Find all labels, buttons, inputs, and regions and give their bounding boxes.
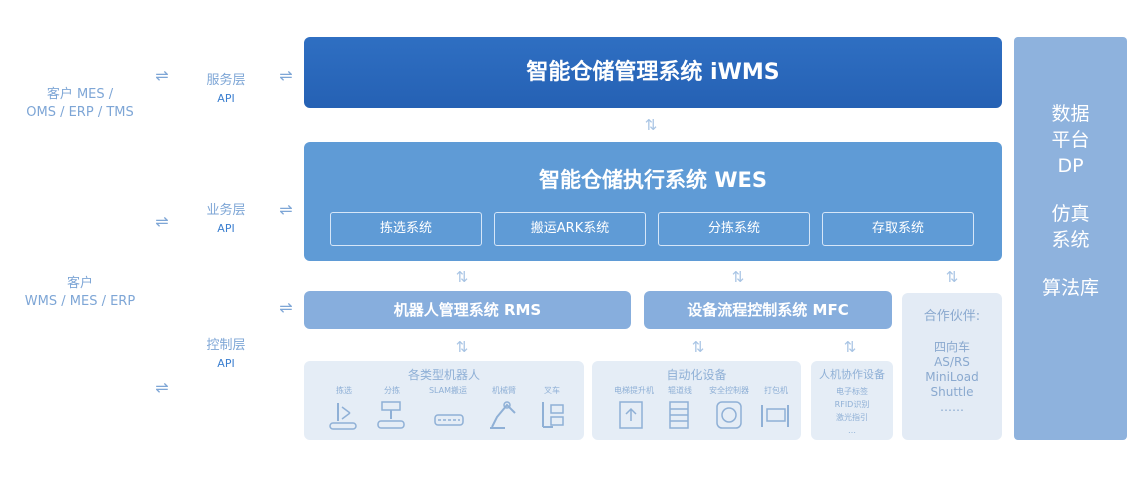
automation-box: 自动化设备 电梯提升机 辊道线 安全控制器 打包机 [592, 361, 801, 440]
partner-item: 四向车 [933, 340, 970, 354]
mfc-box: 设备流程控制系统 MFC [644, 291, 892, 329]
client-bottom-line2: WMS / MES / ERP [24, 294, 136, 309]
client-bottom-line1: 客户 [66, 276, 93, 291]
robot-arm-icon [490, 401, 516, 429]
layer-service-name: 服务层 [206, 73, 246, 88]
h-arrow-icon: ⇌ [279, 200, 293, 219]
side-spacer [1014, 253, 1127, 275]
forklift-icon [542, 402, 564, 428]
slam-robot-icon [434, 414, 464, 426]
side-spacer [1014, 179, 1127, 201]
v-arrow-icon: ⇅ [644, 116, 658, 134]
iwms-box: 智能仓储管理系统 iWMS [304, 37, 1002, 108]
h-arrow-icon: ⇌ [279, 66, 293, 85]
v-arrow-icon: ⇅ [945, 268, 959, 286]
client-top-line1: 客户 MES / [46, 87, 114, 102]
side-item-algo: 算法库 [1041, 277, 1099, 299]
v-arrow-icon: ⇅ [731, 268, 745, 286]
robot-item-label: SLAM搬运 [428, 386, 468, 395]
hmi-list: 电子标签 RFID识别 激光指引 … [811, 385, 893, 437]
h-arrow-icon: ⇌ [155, 66, 169, 85]
hmi-item: RFID识别 [834, 400, 870, 409]
wes-sub-storage: 存取系统 [822, 212, 974, 246]
h-arrow-icon: ⇌ [279, 298, 293, 317]
automation-item-label: 电梯提升机 [614, 386, 654, 395]
v-arrow-icon: ⇅ [455, 268, 469, 286]
wes-box: 智能仓储执行系统 WES 拣选系统 搬运ARK系统 分拣系统 存取系统 [304, 142, 1002, 261]
automation-item-label: 安全控制器 [709, 386, 749, 395]
robots-box: 各类型机器人 拣选 分拣 SLAM搬运 机械臂 叉车 [304, 361, 584, 440]
wes-sub-picking: 拣选系统 [330, 212, 482, 246]
elevator-icon [619, 401, 643, 429]
picking-robot-icon [329, 403, 357, 430]
v-arrow-icon: ⇅ [691, 338, 705, 356]
side-item-platform: 平台 [1051, 129, 1090, 151]
partner-item: …… [940, 400, 964, 414]
h-arrow-icon: ⇌ [155, 378, 169, 397]
robot-item-label: 叉车 [544, 386, 560, 395]
v-arrow-icon: ⇅ [843, 338, 857, 356]
hmi-heading: 人机协作设备 [819, 368, 885, 381]
partner-item: Shuttle [930, 385, 974, 399]
safety-controller-icon [716, 401, 742, 429]
robot-item-label: 机械臂 [492, 386, 516, 395]
partner-box: 合作伙伴: 四向车 AS/RS MiniLoad Shuttle …… [902, 293, 1002, 440]
conveyor-icon [669, 401, 689, 429]
partner-heading: 合作伙伴: [923, 309, 981, 324]
h-arrow-icon: ⇌ [155, 212, 169, 231]
partner-item: MiniLoad [925, 370, 979, 384]
layer-control: 控制层 API [196, 337, 256, 373]
wes-title: 智能仓储执行系统 WES [539, 168, 767, 192]
hmi-item: 电子标签 [836, 387, 868, 396]
hmi-item: 激光指引 [836, 413, 868, 422]
hmi-box: 人机协作设备 电子标签 RFID识别 激光指引 … [811, 361, 893, 440]
side-item-data: 数据 [1051, 103, 1090, 125]
robot-item-label: 拣选 [336, 386, 352, 395]
side-item-sim: 仿真 [1051, 203, 1090, 225]
layer-business-name: 业务层 [206, 203, 246, 218]
wes-sub-sorting: 分拣系统 [658, 212, 810, 246]
sorting-robot-icon [377, 401, 405, 429]
layer-service: 服务层 API [196, 72, 256, 108]
side-item-system: 系统 [1051, 229, 1090, 251]
layer-business-api: API [217, 222, 235, 235]
v-arrow-icon: ⇅ [455, 338, 469, 356]
robots-heading: 各类型机器人 [407, 368, 480, 382]
automation-item-label: 辊道线 [668, 386, 692, 395]
automation-item-label: 打包机 [764, 386, 788, 395]
side-panel: 数据 平台 DP 仿真 系统 算法库 [1014, 37, 1127, 440]
layer-control-name: 控制层 [206, 338, 246, 353]
side-item-dp: DP [1057, 155, 1084, 177]
packing-machine-icon [761, 405, 789, 427]
partner-list: 四向车 AS/RS MiniLoad Shuttle …… [902, 340, 1002, 415]
rms-box: 机器人管理系统 RMS [304, 291, 631, 329]
hmi-item: … [848, 426, 856, 435]
client-top-line2: OMS / ERP / TMS [26, 105, 134, 120]
wes-sub-ark: 搬运ARK系统 [494, 212, 646, 246]
robot-item-label: 分拣 [384, 386, 400, 395]
automation-heading: 自动化设备 [666, 368, 727, 382]
layer-service-api: API [217, 92, 235, 105]
partner-item: AS/RS [934, 355, 970, 369]
layer-control-api: API [217, 357, 235, 370]
client-group-top: 客户 MES / OMS / ERP / TMS [10, 86, 150, 122]
client-group-bottom: 客户 WMS / MES / ERP [10, 275, 150, 311]
layer-business: 业务层 API [196, 202, 256, 238]
